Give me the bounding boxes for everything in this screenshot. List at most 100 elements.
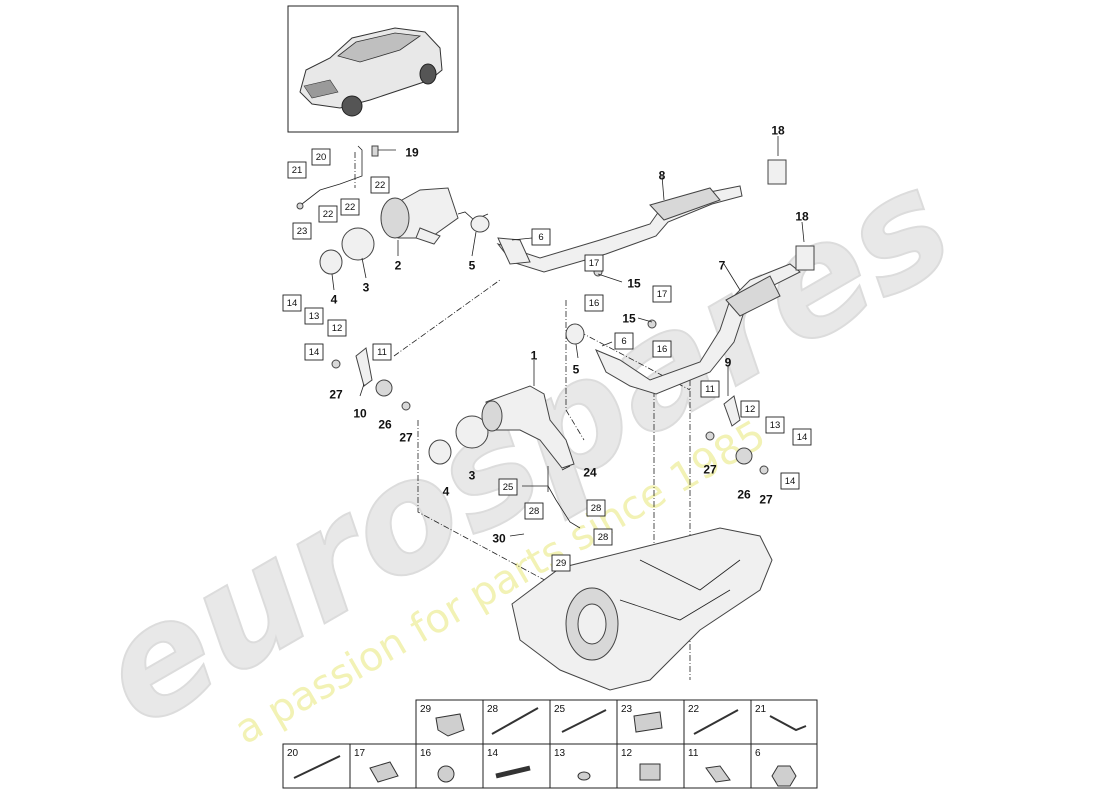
callout-label: 22: [375, 180, 386, 191]
callout-label: 9: [725, 356, 732, 370]
callout-14: 14: [304, 343, 324, 361]
callout-16: 16: [584, 294, 604, 312]
callout-label: 17: [657, 289, 668, 300]
legend-num: 13: [554, 748, 566, 759]
callout-6: 6: [614, 332, 634, 350]
bracket-icon: [769, 715, 807, 732]
brackets-right: [593, 267, 769, 475]
legend-num: 23: [621, 704, 633, 715]
callout-label: 20: [316, 152, 327, 163]
callout-label: 11: [705, 384, 715, 395]
washer-icon: [577, 771, 591, 781]
callout-24: 24: [583, 466, 597, 480]
legend-num: 11: [688, 748, 699, 759]
callout-27: 27: [759, 493, 773, 507]
callout-box: [765, 416, 785, 434]
callout-2: 2: [395, 259, 402, 273]
callout-19: 19: [405, 146, 419, 160]
callout-5: 5: [469, 259, 476, 273]
callout-box: [740, 400, 760, 418]
callout-18: 18: [771, 124, 785, 138]
clip-icon: [633, 711, 663, 733]
callout-box: [652, 285, 672, 303]
suv-icon: [299, 27, 443, 117]
legend-num: 16: [420, 748, 432, 759]
transmission: [511, 527, 773, 691]
callout-3: 3: [363, 281, 370, 295]
callout-label: 30: [492, 532, 506, 546]
callout-22: 22: [318, 205, 338, 223]
callout-14: 14: [792, 428, 812, 446]
legend-num: 25: [554, 704, 566, 715]
callout-box: [652, 340, 672, 358]
callout-17: 17: [652, 285, 672, 303]
callout-22: 22: [370, 176, 390, 194]
callout-5: 5: [573, 363, 580, 377]
callout-label: 11: [377, 347, 387, 358]
callout-box: [551, 554, 571, 572]
callout-box: [318, 205, 338, 223]
clip-icon: [435, 713, 465, 737]
callout-box: [327, 319, 347, 337]
callout-box: [586, 499, 606, 517]
callout-18: 18: [795, 210, 809, 224]
catalytic-converter-left: [380, 187, 490, 245]
callout-27: 27: [703, 463, 717, 477]
callout-label: 13: [770, 420, 781, 431]
callout-label: 2: [395, 259, 402, 273]
callout-12: 12: [327, 319, 347, 337]
callout-box: [700, 380, 720, 398]
callout-7: 7: [719, 259, 726, 273]
callouts: 1233445566789101111121213131414141415151…: [282, 124, 812, 572]
callout-26: 26: [737, 488, 751, 502]
exhaust-pipe-upper: [496, 159, 787, 273]
callout-label: 19: [405, 146, 419, 160]
exhaust-pipe-lower: [595, 245, 815, 395]
bolt-icon: [437, 765, 455, 783]
callout-label: 23: [297, 226, 308, 237]
callout-23: 23: [292, 222, 312, 240]
legend-row-2: 20 17 16 14 13 12 11 6: [282, 743, 818, 789]
callout-label: 24: [583, 466, 597, 480]
watermark: eurospares a passion for parts since 198…: [70, 135, 980, 762]
callout-label: 1: [531, 349, 538, 363]
callout-label: 5: [469, 259, 476, 273]
callout-11: 11: [372, 343, 392, 361]
nut-clip-icon: [369, 761, 399, 783]
watermark-brand: eurospares: [71, 136, 979, 761]
callout-label: 6: [621, 336, 626, 347]
legend-num: 17: [354, 748, 366, 759]
callout-box: [524, 502, 544, 520]
cable-tie-icon: [561, 709, 607, 733]
callout-28: 28: [586, 499, 606, 517]
callout-label: 7: [719, 259, 726, 273]
callout-4: 4: [443, 485, 450, 499]
callout-box: [614, 332, 634, 350]
callout-label: 16: [589, 298, 600, 309]
parts-legend: 29 28 25 23 22 21 20 17 16 14 13: [282, 699, 818, 789]
legend-num: 29: [420, 704, 432, 715]
callout-9: 9: [725, 356, 732, 370]
spring-icon: [639, 763, 661, 781]
callout-label: 22: [345, 202, 356, 213]
callout-8: 8: [659, 169, 666, 183]
callout-26: 26: [378, 418, 392, 432]
callout-15: 15: [622, 312, 636, 326]
cable-tie-icon: [491, 707, 539, 735]
callout-label: 8: [659, 169, 666, 183]
callout-label: 27: [759, 493, 773, 507]
legend-num: 6: [755, 748, 761, 759]
callout-label: 4: [443, 485, 450, 499]
callout-label: 18: [795, 210, 809, 224]
callout-label: 28: [529, 506, 540, 517]
callout-30: 30: [492, 532, 506, 546]
callout-label: 27: [703, 463, 717, 477]
callout-27: 27: [399, 431, 413, 445]
callout-label: 21: [292, 165, 303, 176]
callout-15: 15: [627, 277, 641, 291]
callout-label: 27: [329, 388, 343, 402]
callout-box: [780, 472, 800, 490]
callout-13: 13: [304, 307, 324, 325]
callout-16: 16: [652, 340, 672, 358]
